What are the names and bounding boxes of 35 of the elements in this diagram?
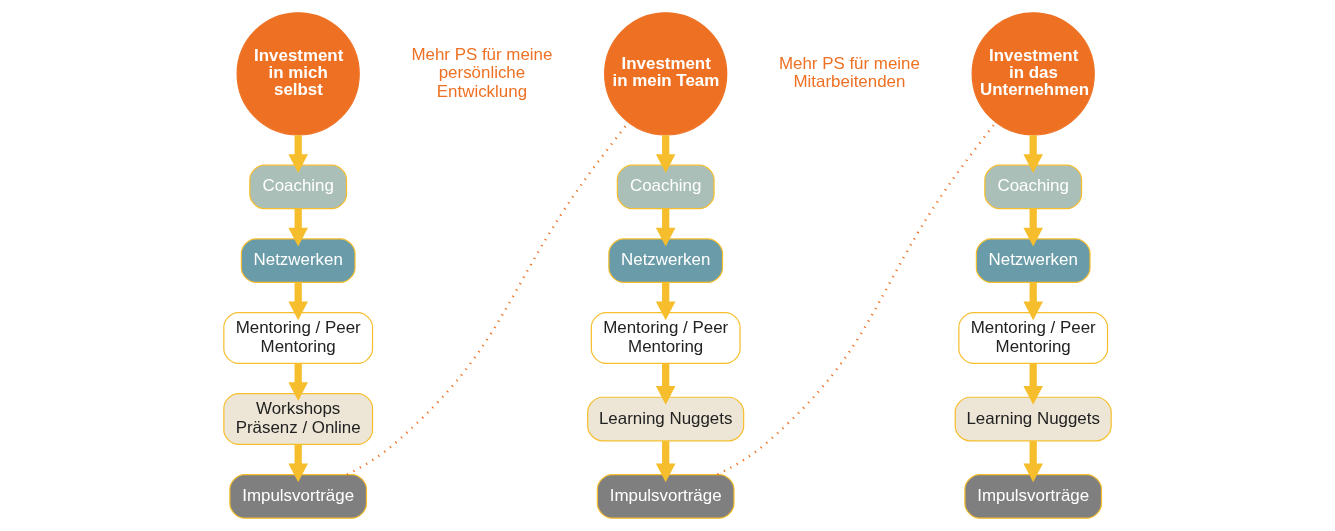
node-box: Learning Nuggets [954,396,1112,442]
node-box: Netzwerken [608,238,724,284]
node-box: Learning Nuggets [587,396,745,442]
node-circle: Investment in das Unternehmen [971,12,1095,136]
node-label: Mehr PS für meine persönliche Entwicklung [411,45,553,101]
node-box: Mentoring / Peer Mentoring [223,312,374,365]
node-circle: Investment in mich selbst [236,12,360,136]
node-box: Mentoring / Peer Mentoring [958,312,1109,365]
node-box: Coaching [249,164,348,210]
node-box: Coaching [984,164,1083,210]
node-box: Netzwerken [975,238,1091,284]
node-box: Impulsvorträge [596,474,735,519]
node-box: Impulsvorträge [229,474,368,519]
arrow [1023,441,1043,483]
arrow [288,208,308,247]
arrow [1023,363,1043,405]
arrow [1023,282,1043,321]
arrow [1023,135,1043,173]
arrow [288,444,308,483]
arrow [288,282,308,321]
node-box: Workshops Präsenz / Online [223,393,374,446]
node-circle: Investment in mein Team [604,12,728,136]
arrow [655,282,676,321]
node-box: Netzwerken [240,238,356,284]
arrow [655,135,676,173]
arrow [288,363,308,401]
node-box: Impulsvorträge [964,474,1103,519]
arrow [1023,208,1043,247]
node-label: Mehr PS für meine Mitarbeitenden [778,54,920,92]
arrow [655,208,676,247]
node-box: Coaching [616,164,715,210]
arrow [655,441,676,483]
arrow [655,363,676,405]
node-box: Mentoring / Peer Mentoring [590,312,741,365]
arrow [288,135,308,173]
